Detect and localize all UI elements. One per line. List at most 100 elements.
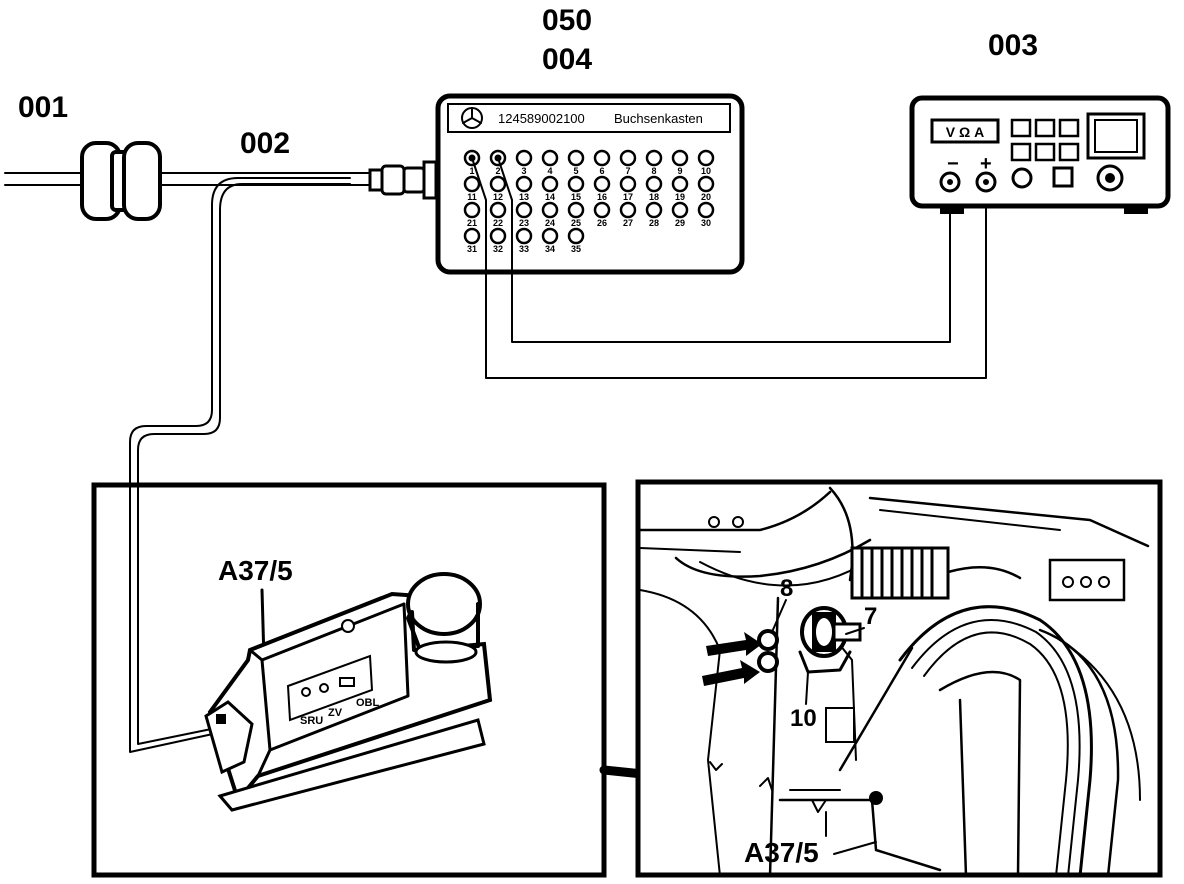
socket-number-23: 23 bbox=[519, 218, 529, 228]
socket-5 bbox=[567, 149, 585, 167]
test-pin-8 bbox=[757, 629, 779, 651]
coil-spring bbox=[850, 546, 1022, 600]
socket-number-22: 22 bbox=[493, 218, 503, 228]
socket-13 bbox=[515, 175, 533, 193]
socket-24 bbox=[541, 201, 559, 219]
multimeter-plus-label: + bbox=[980, 153, 992, 175]
socket-12 bbox=[489, 175, 507, 193]
socket-box-part-number: 124589002100 bbox=[498, 111, 585, 126]
socket-number-9: 9 bbox=[677, 166, 682, 176]
socket-27 bbox=[619, 201, 637, 219]
test-pin-9 bbox=[757, 651, 779, 673]
socket-number-13: 13 bbox=[519, 192, 529, 202]
vacuum-pump-module: SRU ZV OBL bbox=[204, 572, 493, 812]
socket-number-28: 28 bbox=[649, 218, 659, 228]
socket-3 bbox=[515, 149, 533, 167]
installation-detail-panel: 8 7 10 A37/5 bbox=[635, 479, 1163, 878]
socket-19 bbox=[671, 175, 689, 193]
socket-26 bbox=[593, 201, 611, 219]
socket-20 bbox=[697, 175, 715, 193]
label-pin-7: 7 bbox=[864, 603, 877, 630]
socket-8 bbox=[645, 149, 663, 167]
socket-number-4: 4 bbox=[547, 166, 552, 176]
socket-25 bbox=[567, 201, 585, 219]
socket-34 bbox=[541, 227, 559, 245]
socket-number-8: 8 bbox=[651, 166, 656, 176]
socket-28 bbox=[645, 201, 663, 219]
socket-number-7: 7 bbox=[625, 166, 630, 176]
socket-number-32: 32 bbox=[493, 244, 503, 254]
socket-number-19: 19 bbox=[675, 192, 685, 202]
socket-number-1: 1 bbox=[469, 166, 474, 176]
mount-point bbox=[869, 791, 883, 805]
socket-number-6: 6 bbox=[599, 166, 604, 176]
plug-connector bbox=[368, 160, 438, 200]
socket-number-12: 12 bbox=[493, 192, 503, 202]
switch-label-sru: SRU bbox=[300, 715, 323, 727]
label-a37-5-left: A37/5 bbox=[218, 555, 293, 586]
socket-21 bbox=[463, 201, 481, 219]
socket-33 bbox=[515, 227, 533, 245]
socket-17 bbox=[619, 175, 637, 193]
socket-number-24: 24 bbox=[545, 218, 555, 228]
multimeter-keypad bbox=[1010, 118, 1080, 162]
connector-plug bbox=[798, 606, 862, 674]
socket-number-11: 11 bbox=[467, 192, 477, 202]
socket-number-2: 2 bbox=[495, 166, 500, 176]
socket-box-name: Buchsenkasten bbox=[614, 111, 703, 126]
label-001: 001 bbox=[18, 91, 68, 124]
arrow-icon bbox=[702, 660, 760, 686]
socket-number-35: 35 bbox=[571, 244, 581, 254]
socket-10 bbox=[697, 149, 715, 167]
socket-number-17: 17 bbox=[623, 192, 633, 202]
socket-35 bbox=[567, 227, 585, 245]
socket-16 bbox=[593, 175, 611, 193]
label-003: 003 bbox=[988, 29, 1038, 62]
socket-number-20: 20 bbox=[701, 192, 711, 202]
socket-number-31: 31 bbox=[467, 244, 477, 254]
module-detail-panel: A37/5 SRU ZV OBL bbox=[91, 482, 607, 878]
socket-number-5: 5 bbox=[573, 166, 578, 176]
socket-11 bbox=[463, 175, 481, 193]
multimeter-minus-label: − bbox=[947, 153, 959, 175]
socket-15 bbox=[567, 175, 585, 193]
mercedes-star-logo bbox=[461, 107, 483, 129]
vehicle-interior-sketch: 8 7 10 A37/5 bbox=[638, 486, 1150, 878]
wiring-harness bbox=[898, 605, 1141, 878]
socket-14 bbox=[541, 175, 559, 193]
socket-31 bbox=[463, 227, 481, 245]
label-pin-8: 8 bbox=[780, 575, 793, 602]
socket-18 bbox=[645, 175, 663, 193]
socket-number-18: 18 bbox=[649, 192, 659, 202]
socket-29 bbox=[671, 201, 689, 219]
socket-number-15: 15 bbox=[571, 192, 581, 202]
multimeter: V Ω A − + bbox=[909, 95, 1171, 214]
label-pin-10: 10 bbox=[790, 705, 817, 732]
socket-22 bbox=[489, 201, 507, 219]
switch-label-zv: ZV bbox=[328, 707, 343, 719]
label-004: 004 bbox=[542, 43, 592, 76]
socket-number-30: 30 bbox=[701, 218, 711, 228]
socket-number-25: 25 bbox=[571, 218, 581, 228]
socket-6 bbox=[593, 149, 611, 167]
socket-number-10: 10 bbox=[701, 166, 711, 176]
arrow-icon bbox=[706, 632, 762, 656]
socket-30 bbox=[697, 201, 715, 219]
socket-number-27: 27 bbox=[623, 218, 633, 228]
cable-connector-001 bbox=[4, 141, 373, 221]
socket-7 bbox=[619, 149, 637, 167]
socket-number-3: 3 bbox=[521, 166, 526, 176]
socket-9 bbox=[671, 149, 689, 167]
multimeter-mode-label: V Ω A bbox=[946, 124, 984, 140]
socket-number-14: 14 bbox=[545, 192, 555, 202]
socket-number-21: 21 bbox=[467, 218, 477, 228]
socket-number-26: 26 bbox=[597, 218, 607, 228]
socket-number-16: 16 bbox=[597, 192, 607, 202]
socket-number-34: 34 bbox=[545, 244, 555, 254]
label-050: 050 bbox=[542, 4, 592, 37]
label-002: 002 bbox=[240, 127, 290, 160]
label-a37-5-right: A37/5 bbox=[744, 837, 819, 868]
socket-number-29: 29 bbox=[675, 218, 685, 228]
